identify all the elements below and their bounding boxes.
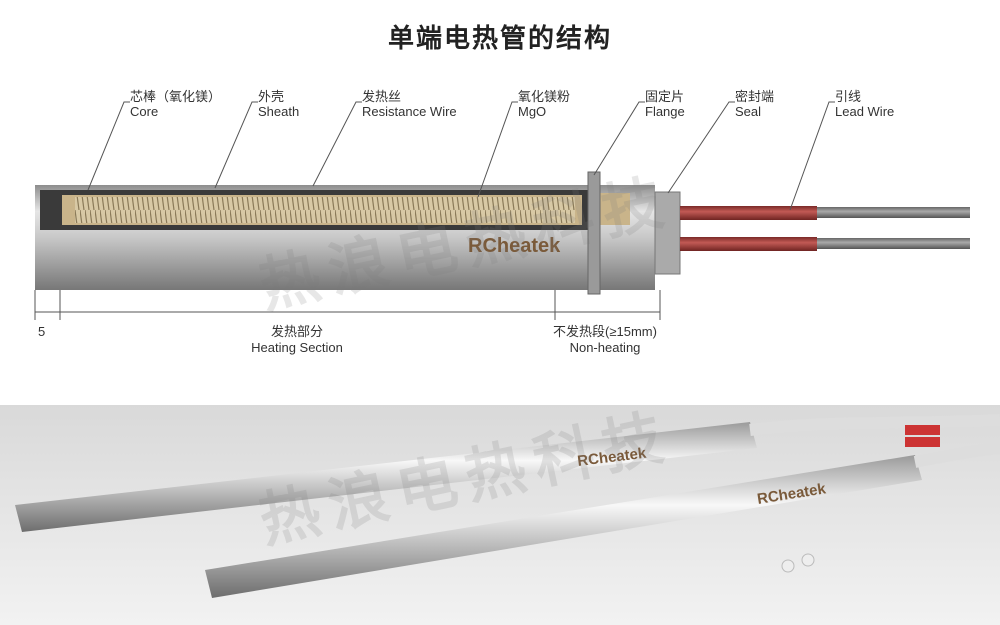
logo: RCheatek (468, 235, 561, 257)
photo-rods: RCheatek RCheatek (15, 414, 1000, 598)
lead-wire-grey-2 (817, 238, 970, 249)
dim-non-heating: 不发热段(≥15mm)Non-heating (553, 324, 657, 355)
mgo-plug (600, 193, 630, 225)
seal (654, 191, 681, 275)
flange (587, 171, 601, 295)
lead-wire-grey-1 (817, 207, 970, 218)
resistance-wire-coil (75, 197, 575, 223)
lead-wire-red-2 (680, 237, 817, 251)
dim-end-gap: 5 (38, 324, 46, 339)
lead-wire-red-1 (680, 206, 817, 220)
dimension-lines (34, 290, 661, 320)
page-title: 单端电热管的结构 (387, 24, 612, 54)
label-core: 芯棒（氧化镁）Core (130, 89, 222, 119)
leader-lines (87, 101, 835, 211)
